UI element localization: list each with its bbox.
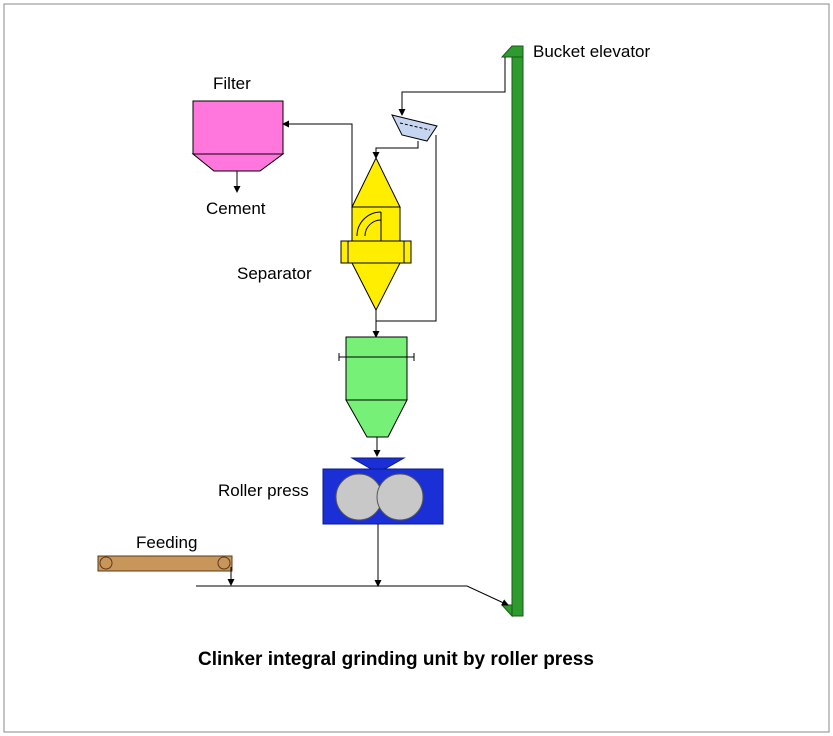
figure-frame — [3, 3, 830, 733]
separator-to-filter-line — [282, 120, 353, 238]
roller-left — [335, 473, 383, 521]
distributor-to-bin-line — [376, 135, 437, 322]
feeding-label: Feeding — [136, 533, 197, 552]
bucket-elevator — [500, 45, 524, 618]
roller-right — [376, 473, 424, 521]
roller-press — [322, 457, 444, 525]
elevator-to-distributor-line — [398, 57, 506, 116]
separator-label: Separator — [237, 264, 312, 283]
base-to-elevator-line — [196, 585, 509, 606]
cement-label: Cement — [206, 199, 266, 218]
separator — [340, 156, 412, 312]
filter-label: Filter — [213, 74, 251, 93]
distributor-to-separator-line — [372, 141, 419, 159]
bucket-elevator-label: Bucket elevator — [533, 42, 651, 61]
stabilizing-bin — [338, 336, 415, 438]
feeding-conveyor — [97, 555, 233, 572]
roller-press-label: Roller press — [218, 481, 309, 500]
filter — [191, 100, 285, 172]
diagram-title: Clinker integral grinding unit by roller… — [198, 649, 594, 670]
distributor — [391, 114, 438, 142]
